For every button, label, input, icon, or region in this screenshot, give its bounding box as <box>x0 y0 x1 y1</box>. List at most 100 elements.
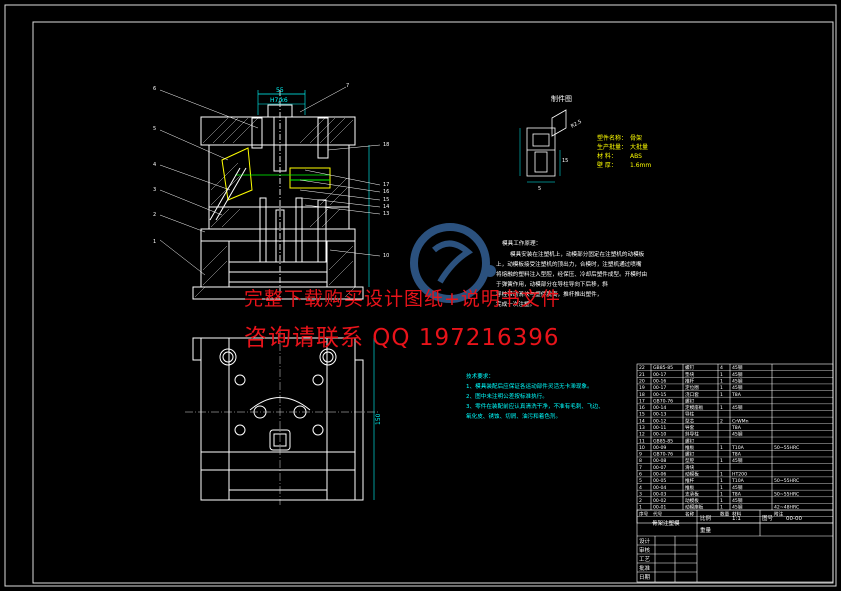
bom-cell-name: 推板 <box>685 444 695 451</box>
bom-cell-qty: 1 <box>720 405 723 411</box>
bom-cell-qty: 1 <box>720 385 723 391</box>
watermark-line2: 咨询请联系 QQ 197216396 <box>244 325 560 351</box>
part-dim: 15 <box>562 158 568 164</box>
balloon: 1 <box>153 239 156 245</box>
tech-req-line: 氧化皮、锈蚀、切屑、油污和着色剂。 <box>466 412 561 420</box>
balloon: 16 <box>383 189 389 195</box>
bom-cell-mat: T8A <box>731 452 742 458</box>
bom-cell-no: 21 <box>639 372 645 378</box>
work-process-line: 完成一次注塑。 <box>496 300 535 308</box>
bom-cell-no: 17 <box>639 398 645 404</box>
bom-cell-mat: 45钢 <box>732 371 743 378</box>
bom-cell-code: 00-17 <box>653 385 666 391</box>
bom-cell-qty: 1 <box>720 485 723 491</box>
balloon: 4 <box>153 162 156 168</box>
bom-cell-code: 00-01 <box>653 505 666 511</box>
bom-cell-code: 00-11 <box>653 425 666 431</box>
part-info-label: 生产批量： <box>597 143 627 151</box>
bom-cell-qty: 2 <box>720 418 723 424</box>
work-process-line: 于弹簧作用，动模部分在导柱导向下后移，斜 <box>496 280 608 288</box>
bom-cell-code: 00-15 <box>653 392 666 398</box>
part-dim: R2.5 <box>570 119 583 130</box>
bom-cell-code: 00-09 <box>653 445 666 451</box>
bom-cell-name: 推杆 <box>685 477 695 484</box>
pins-and-pillars <box>209 90 329 300</box>
bom-cell-mat: T8A <box>731 392 742 398</box>
bom-cell-no: 10 <box>639 445 645 451</box>
bom-cell-code: 00-16 <box>653 379 666 385</box>
bom-cell-no: 19 <box>639 385 645 391</box>
part-info-value: 1.6mm <box>630 162 651 169</box>
work-process-line: 导柱带动滑块与塑件脱离，推杆推出塑件， <box>496 290 602 298</box>
date-label: 日期 <box>639 574 651 581</box>
bom-cell-qty: 1 <box>720 491 723 497</box>
bom-cell-no: 9 <box>639 452 642 458</box>
part-info-label: 材 料： <box>597 152 617 160</box>
bom-header-no: 序号 <box>639 510 649 517</box>
bom-cell-code: 00-17 <box>653 372 666 378</box>
checker-label: 审核 <box>639 546 651 554</box>
title-block <box>636 509 834 583</box>
bom-cell-name: 型腔 <box>685 457 695 464</box>
bom-cell-name: 滑块 <box>685 464 695 471</box>
drawing-name: 骨架注塑模 <box>652 519 680 527</box>
balloon: 7 <box>346 83 349 89</box>
slider-highlight <box>221 147 331 201</box>
tech-req-title: 技术要求： <box>466 372 494 380</box>
part-info: 塑件名称： 骨架 生产批量： 大批量 材 料： ABS 壁 厚： 1.6mm <box>597 134 651 169</box>
part-drawing <box>526 109 567 177</box>
bom-cell-code: 00-08 <box>653 458 666 464</box>
part-dim-texts: R2.5 15 5 <box>538 119 583 192</box>
leader-lines-left <box>159 89 259 276</box>
dim-height: 150 <box>375 413 382 425</box>
part-dim: 5 <box>538 186 541 192</box>
bom-cell-name: 动模板 <box>685 497 699 504</box>
bom-cell-no: 22 <box>639 365 645 371</box>
bom-cell-qty: 1 <box>720 498 723 504</box>
bom-cell-name: 支承板 <box>685 490 699 497</box>
bom-header-mat: 材料 <box>732 510 742 517</box>
bom-cell-code: GB85-85 <box>653 438 673 444</box>
bom-cell-mat: 45钢 <box>732 457 743 464</box>
bom-cell-name: 螺钉 <box>685 451 695 458</box>
balloon: 13 <box>383 211 389 217</box>
leader-lines-right <box>299 86 381 257</box>
bom-cell-name: 定位圈 <box>685 384 699 391</box>
balloon: 6 <box>153 86 156 92</box>
bom-cell-code: GB85-85 <box>653 365 673 371</box>
bom-cell-note: 50~55HRC <box>774 445 799 451</box>
bom-cell-mat: 45钢 <box>732 364 743 371</box>
bom-cell-no: 4 <box>639 485 642 491</box>
balloon-labels: 6 5 4 3 2 1 7 18 17 16 15 14 13 10 <box>153 83 389 259</box>
bom-cell-code: 00-04 <box>653 485 666 491</box>
bom-cell-qty: 1 <box>720 445 723 451</box>
bom-cell-mat: 45钢 <box>732 497 743 504</box>
bom-cell-no: 1 <box>639 505 642 511</box>
bom-cell-name: 螺钉 <box>685 437 695 444</box>
craft-label: 工艺 <box>639 556 651 563</box>
bom-cell-name: 浇口套 <box>685 391 699 398</box>
work-process-line: 将熔融的塑料注入型腔，经保压、冷却后塑件成型。开模时由 <box>496 270 647 278</box>
bom-cell-mat: 45钢 <box>732 384 743 391</box>
bom-header-name: 名称 <box>685 510 695 517</box>
bom-cell-code: 00-02 <box>653 498 666 504</box>
bom-cell-code: GB70-76 <box>653 398 673 404</box>
weight-label: 重量 <box>700 526 712 534</box>
tech-req-line: 3、零件在装配前应认真清洗干净，不准有毛刺、飞边、 <box>466 402 604 410</box>
bom-cell-qty: 1 <box>720 392 723 398</box>
bom-cell-qty: 1 <box>720 478 723 484</box>
bom-cell-qty: 1 <box>720 471 723 477</box>
approve-label: 批准 <box>639 564 651 572</box>
work-process: 模具工作原理： 模具安装在注塑机上，动模部分固定在注塑机的动模板 上，动模板接受… <box>496 239 647 308</box>
bom-cell-no: 16 <box>639 405 645 411</box>
assembly-section-view <box>192 116 364 300</box>
bom-cell-qty: 1 <box>720 505 723 511</box>
bom-cell-no: 5 <box>639 478 642 484</box>
bom-cell-name: 斜导柱 <box>685 431 699 438</box>
dim-fit: H7/k6 <box>270 97 288 104</box>
part-drawing-title: 制件图 <box>551 94 572 103</box>
ratio-value: 1:1 <box>732 516 741 522</box>
bom-cell-no: 8 <box>639 458 642 464</box>
